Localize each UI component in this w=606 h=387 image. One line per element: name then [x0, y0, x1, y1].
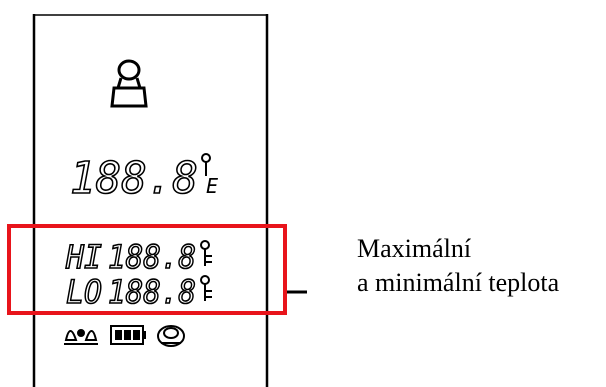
max-prefix: HI: [65, 238, 102, 276]
person-icon: [110, 59, 148, 108]
annotation: Maximální a minimální teplota: [357, 232, 559, 300]
min-prefix: LO: [66, 273, 102, 311]
battery-icon: [110, 325, 146, 345]
highlight-frame: [7, 224, 287, 315]
main-reading: 188.8: [70, 153, 198, 204]
min-thermometer-icon: [200, 275, 212, 301]
lcd-panel: [32, 14, 269, 387]
thermometer-icon: [201, 153, 211, 176]
max-thermometer-icon: [200, 240, 212, 266]
sensor-icon: [157, 325, 185, 347]
main-unit: E: [206, 174, 218, 198]
bell-pair-icon: [64, 329, 98, 345]
min-value: 188.8: [108, 273, 196, 311]
annotation-line-1: Maximální: [357, 234, 472, 263]
max-value: 188.8: [108, 238, 196, 276]
annotation-line-2: a minimální teplota: [357, 268, 560, 297]
